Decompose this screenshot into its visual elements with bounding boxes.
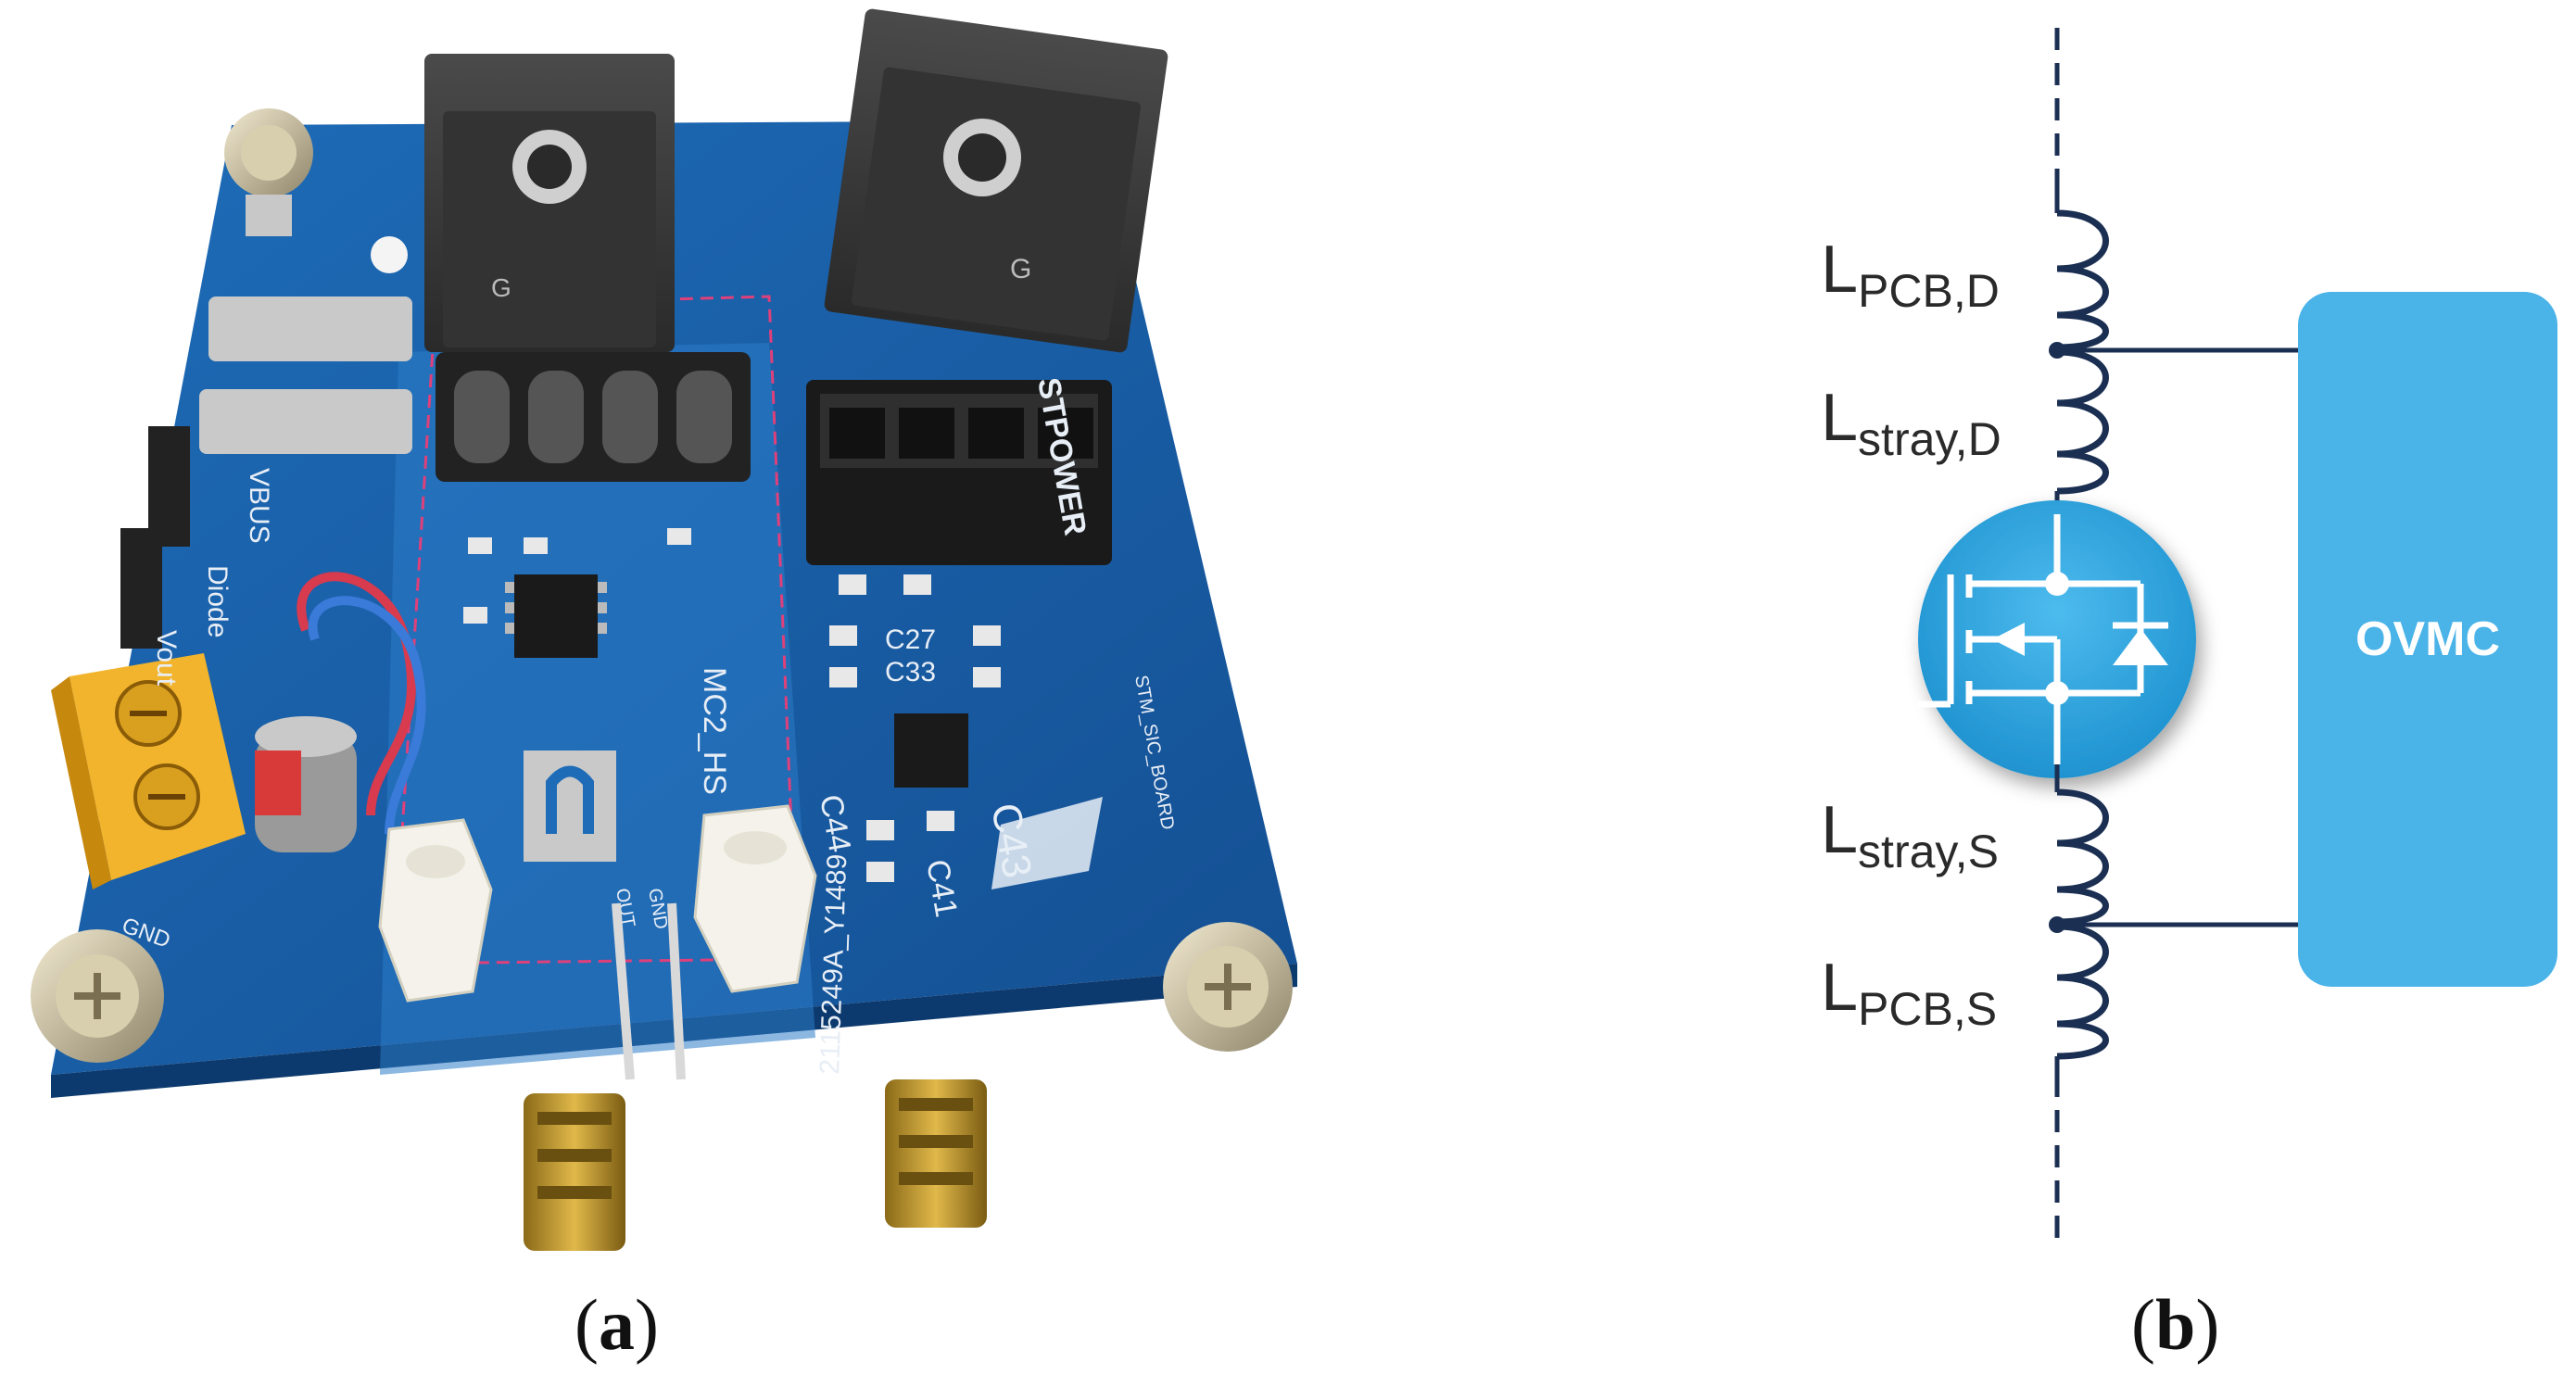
transistor-right-mark: G <box>1010 254 1031 284</box>
probe-pad <box>524 750 616 862</box>
inductor-pcb-d <box>2056 209 2109 351</box>
st-logo <box>991 797 1103 889</box>
mc2-hs-label: MC2_HS <box>697 667 732 795</box>
driver-ic <box>505 574 607 658</box>
terminal-block <box>51 653 246 889</box>
connector-right <box>806 380 1112 565</box>
label-l-stray-d: Lstray,D <box>1821 381 2001 465</box>
c33-label: C33 <box>885 657 936 687</box>
caption-a: (a) <box>575 1284 659 1365</box>
screw-top-left <box>224 108 313 236</box>
inductor-pcb-s <box>2056 923 2109 1060</box>
screw-bottom-right <box>1163 922 1293 1052</box>
transistor-left-mark: G <box>491 273 511 302</box>
vbus-label: VBUS <box>244 468 274 544</box>
pcb-photo-panel: G G <box>31 8 1297 1251</box>
connector-left <box>436 352 751 482</box>
second-ic <box>894 713 968 788</box>
diode-label: Diode <box>202 565 233 637</box>
schematic-panel <box>1353 0 2576 1400</box>
vout-label: Vout <box>151 630 182 687</box>
smd-parts <box>463 528 1001 882</box>
caption-b: (b) <box>2131 1284 2220 1365</box>
label-l-stray-s: Lstray,S <box>1821 793 1999 877</box>
ovmc-label: OVMC <box>2355 612 2500 666</box>
label-l-pcb-s: LPCB,S <box>1821 951 1998 1035</box>
sma-connector-left <box>524 1093 625 1251</box>
left-pads <box>120 296 412 649</box>
mosfet-arrow <box>1992 623 2025 656</box>
label-l-pcb-d: LPCB,D <box>1821 233 2000 317</box>
mosfet-dot-bottom <box>2045 681 2069 705</box>
pcb-photo: G G <box>31 8 1297 1251</box>
mosfet-dot-top <box>2045 572 2069 596</box>
transistor-left: G <box>424 54 675 352</box>
sma-connector-right <box>885 1079 987 1228</box>
c27-label: C27 <box>885 624 936 655</box>
inductor-stray-d <box>2056 348 2109 495</box>
standoff-right <box>693 804 817 993</box>
twisted-wires <box>297 572 426 835</box>
serial-label: 2115249A_Y1489 <box>814 853 852 1075</box>
probe-leads <box>612 902 686 1080</box>
schematic <box>1918 28 2557 1242</box>
ovmc-block <box>2298 292 2557 987</box>
body-diode <box>2113 628 2168 665</box>
electrolytic-capacitor <box>255 716 357 852</box>
screw-bottom-left <box>31 929 164 1063</box>
screw-top-right-hole <box>371 236 408 273</box>
transistor-right: G <box>824 8 1168 353</box>
inductor-stray-s <box>2056 788 2109 926</box>
standoff-left <box>378 818 493 1003</box>
